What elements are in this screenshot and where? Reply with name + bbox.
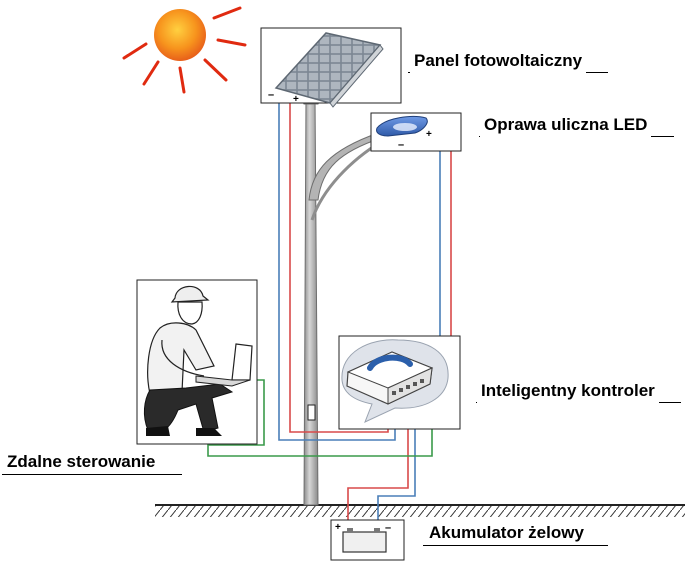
remote-label: Zdalne sterowanie — [3, 452, 160, 474]
lamp-pole — [299, 95, 385, 506]
street-lamp-icon — [370, 112, 462, 152]
led-minus-terminal: – — [398, 139, 404, 151]
ground — [155, 504, 685, 517]
solar-panel-icon — [260, 27, 402, 108]
technician-laptop-icon — [136, 279, 258, 445]
battery-label: Akumulator żelowy — [425, 523, 588, 545]
battery-icon — [330, 519, 405, 561]
controller-label: Inteligentny kontroler — [477, 381, 659, 403]
led-plus-terminal: + — [426, 129, 432, 140]
controller-icon — [338, 335, 461, 430]
panel-label: Panel fotowoltaiczny — [410, 51, 587, 73]
remote-label-underline — [2, 474, 182, 475]
battery-label-underline — [423, 545, 608, 546]
led-label: Oprawa uliczna LED — [480, 115, 652, 137]
sun-icon — [122, 6, 247, 94]
panel-plus-terminal: + — [293, 94, 299, 105]
battery-minus-terminal: – — [385, 522, 391, 534]
battery-plus-terminal: + — [335, 522, 341, 533]
panel-minus-terminal: – — [268, 89, 274, 101]
